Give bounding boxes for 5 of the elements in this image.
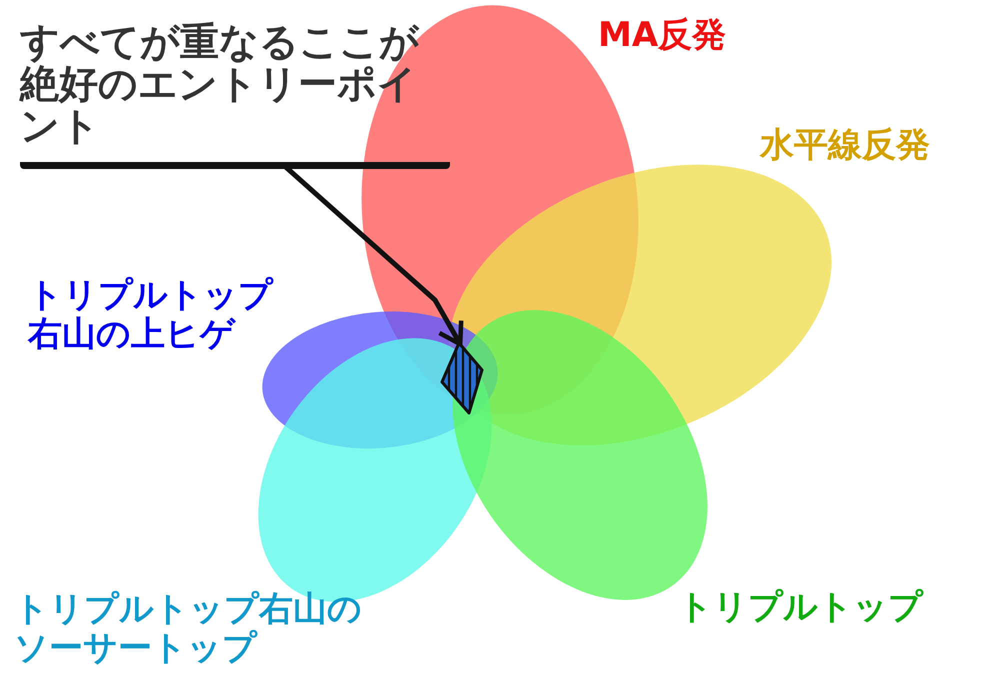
region-label: トリプルトップ	[678, 588, 924, 628]
region-label: トリプルトップ右山の上ヒゲ	[28, 276, 274, 354]
region-label: 水平線反発	[760, 126, 931, 166]
region-label: MA反発	[598, 16, 728, 56]
region-label: トリプルトップ右山のソーサートップ	[14, 590, 363, 668]
